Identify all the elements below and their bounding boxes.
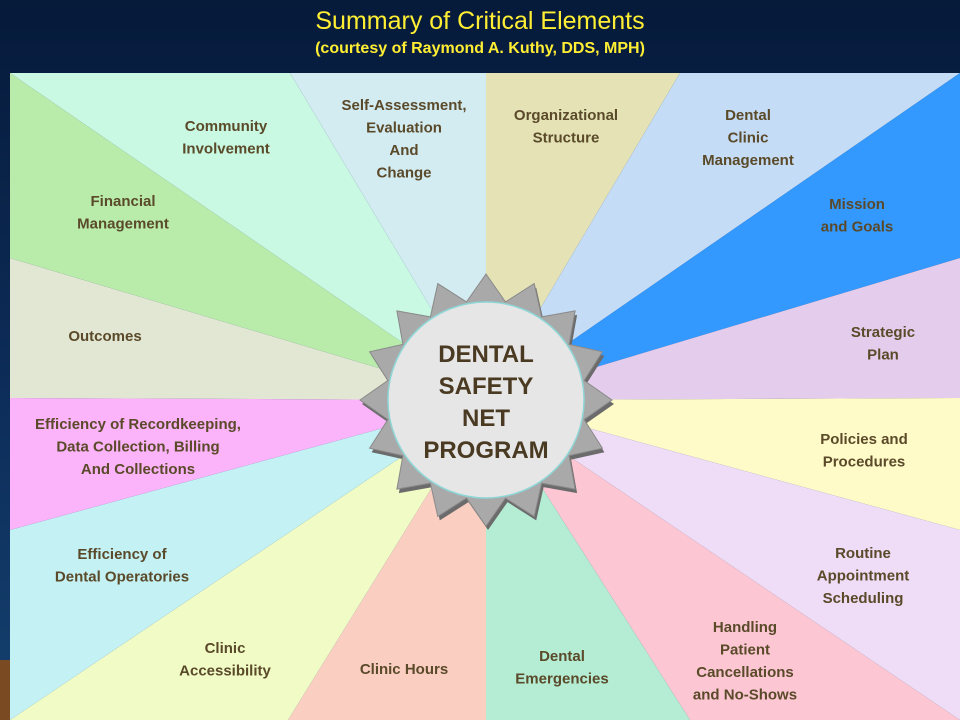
element-label-line: Scheduling [823,590,904,607]
element-label-line: Plan [867,347,899,364]
element-label-line: Involvement [182,141,270,158]
element-label-line: and Goals [821,219,894,236]
element-label-line: Organizational [514,107,618,124]
element-label-line: Dental [539,648,585,665]
element-label-line: Financial [90,193,155,210]
sector-3 [486,258,960,400]
sector-6 [486,400,960,720]
element-label-line: Management [77,216,169,233]
element-label-line: Management [702,152,794,169]
element-label-line: Patient [720,642,770,659]
element-label-line: Evaluation [366,120,442,137]
element-label-11: Efficiency of Recordkeeping, Data Collect… [35,416,241,478]
element-label-line: Emergencies [515,671,608,688]
center-title-line: SAFETY [439,373,534,400]
element-label-line: Cancellations [696,664,794,681]
slide-subtitle: (courtesy of Raymond A. Kuthy, DDS, MPH) [315,40,645,57]
element-label-line: Dental [725,107,771,124]
element-label-line: Policies and [820,431,908,448]
element-label-line: Structure [533,130,600,147]
sector-14 [10,73,486,400]
element-label-8: Clinic Hours [360,661,448,678]
center-title-line: NET [462,405,510,432]
element-label-line: Data Collection, Billing [56,439,219,456]
sector-11 [10,398,486,530]
element-label-line: Procedures [823,454,906,471]
element-label-line: Clinic [205,640,246,657]
center-circle [387,301,585,499]
sector-4 [486,398,960,530]
element-label-line: And Collections [81,461,195,478]
element-label-line: Self-Assessment, [341,97,466,114]
center-title-line: PROGRAM [423,437,548,464]
element-label-line: and No-Shows [693,687,797,704]
element-label-line: Outcomes [68,328,141,345]
center-title: DENTAL SAFETY NET PROGRAM [423,341,548,464]
element-label-2: Mission and Goals [821,196,894,236]
element-label-line: Clinic [728,130,769,147]
element-label-line: Efficiency of Recordkeeping, [35,416,241,433]
element-label-line: Change [376,165,431,182]
center-title-line: DENTAL [438,341,534,368]
sector-2 [486,73,960,400]
element-label-line: Efficiency of [77,546,167,563]
element-label-line: Clinic Hours [360,661,448,678]
element-label-line: Strategic [851,324,915,341]
element-label-10: Efficiency of Dental Operatories [55,546,189,586]
element-label-line: Community [185,118,268,135]
sectors-group [10,73,960,720]
sector-10 [10,400,486,720]
center-hub: DENTAL SAFETY NET PROGRAM [359,273,614,530]
element-label-line: Handling [713,619,777,636]
element-label-line: Appointment [817,568,909,585]
slide-title: Summary of Critical Elements [315,7,645,35]
element-label-line: Dental Operatories [55,569,189,586]
element-label-line: Mission [829,196,885,213]
element-label-12: Outcomes [68,328,141,345]
corner-accent [0,660,12,720]
element-label-line: Routine [835,545,891,562]
element-label-line: And [389,142,418,159]
element-label-line: Accessibility [179,663,271,680]
